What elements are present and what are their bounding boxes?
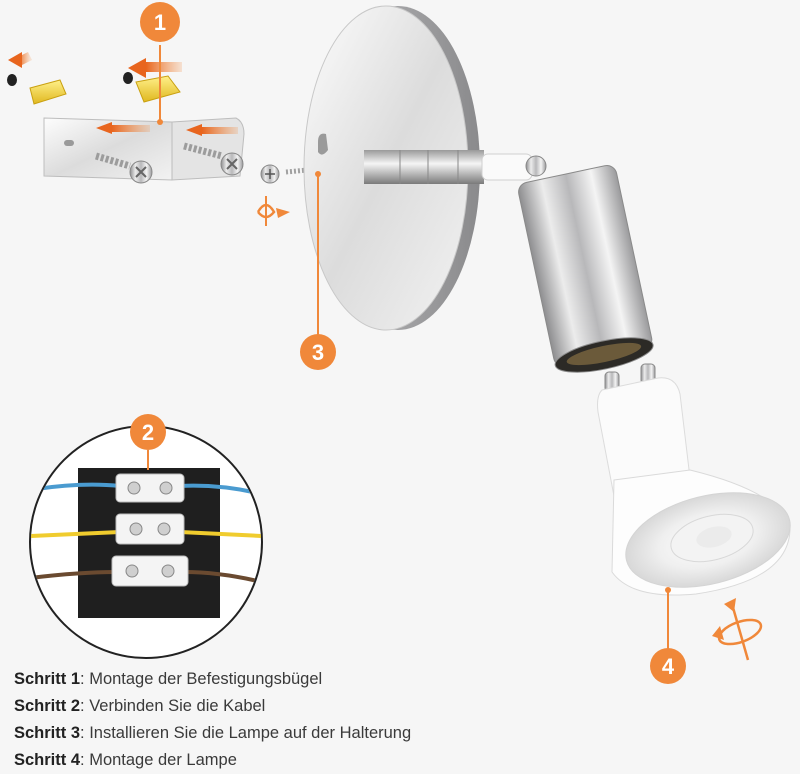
step-1-text: : Montage der Befestigungsbügel xyxy=(80,670,323,688)
step-badge-2: 2 xyxy=(130,414,166,450)
screw-icon xyxy=(260,164,309,184)
step-4-row: Schritt 4: Montage der Lampe xyxy=(14,747,411,774)
terminal-block xyxy=(111,473,189,587)
step-list: Schritt 1: Montage der Befestigungsbügel… xyxy=(14,666,411,774)
step1-parts xyxy=(7,45,309,226)
step-badge-4: 4 xyxy=(650,648,686,684)
rotate-arrow-icon xyxy=(712,598,763,661)
step-badge-1: 1 xyxy=(140,2,180,42)
screw-icon xyxy=(95,152,153,184)
gu10-bulb xyxy=(597,363,791,596)
step-3-label: Schritt 3 xyxy=(14,724,81,742)
step-4-label: Schritt 4 xyxy=(14,751,81,769)
svg-text:3: 3 xyxy=(312,340,324,365)
svg-text:1: 1 xyxy=(154,10,166,35)
step-badge-3: 3 xyxy=(300,334,336,370)
svg-text:2: 2 xyxy=(142,420,154,445)
step-2-label: Schritt 2 xyxy=(14,697,81,715)
screw-icon xyxy=(183,142,244,176)
spot-head xyxy=(518,164,654,373)
step-2-text: : Verbinden Sie die Kabel xyxy=(80,697,266,715)
lamp-arm xyxy=(364,150,547,184)
wiring-detail xyxy=(29,425,263,659)
rotate-arrow-icon xyxy=(256,196,290,226)
step-1-row: Schritt 1: Montage der Befestigungsbügel xyxy=(14,666,411,693)
svg-text:4: 4 xyxy=(662,654,675,679)
step-4-text: : Montage der Lampe xyxy=(80,751,237,769)
wall-plug-icon xyxy=(123,58,182,103)
wall-plug-icon xyxy=(7,51,67,105)
step-2-row: Schritt 2: Verbinden Sie die Kabel xyxy=(14,693,411,720)
step-1-label: Schritt 1 xyxy=(14,670,81,688)
step-3-text: : Installieren Sie die Lampe auf der Hal… xyxy=(80,724,412,742)
step-3-row: Schritt 3: Installieren Sie die Lampe au… xyxy=(14,720,411,747)
